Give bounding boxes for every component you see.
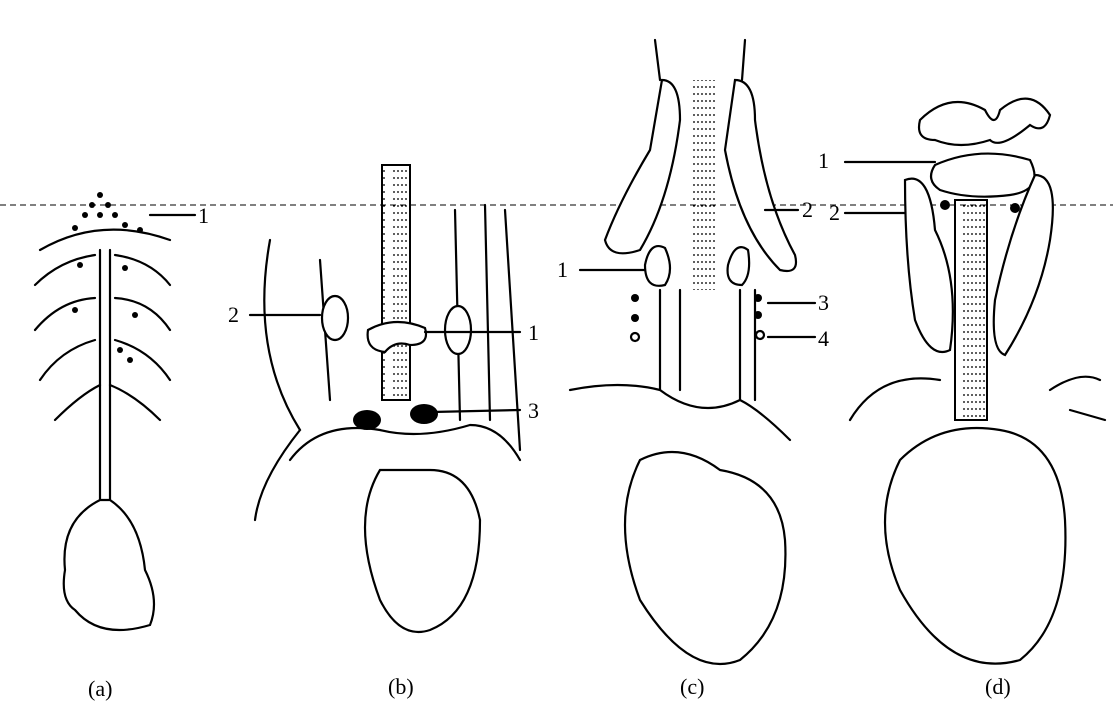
- panel-c-label-2: 2: [802, 197, 813, 222]
- panel-d-caption: (d): [985, 674, 1011, 699]
- panel-d-label-1: 1: [818, 148, 829, 173]
- panel-a-drawing: [33, 192, 197, 632]
- panel-a-caption: (a): [88, 676, 113, 701]
- panel-b-drawing: [248, 164, 522, 634]
- panel-b-caption: (b): [388, 674, 414, 699]
- panel-b-label-3: 3: [528, 398, 539, 423]
- panel-c-drawing: [568, 38, 817, 665]
- panel-c-label-3: 3: [818, 290, 829, 315]
- panel-d-label-2: 2: [829, 200, 840, 225]
- panel-b-label-2: 2: [228, 302, 239, 327]
- panel-a-label-1: 1: [198, 203, 209, 228]
- panel-c-label-4: 4: [818, 326, 829, 351]
- panel-c-label-1: 1: [557, 257, 568, 282]
- panel-d-drawing: [843, 97, 1107, 665]
- panel-b-label-1: 1: [528, 320, 539, 345]
- panel-c-caption: (c): [680, 674, 705, 699]
